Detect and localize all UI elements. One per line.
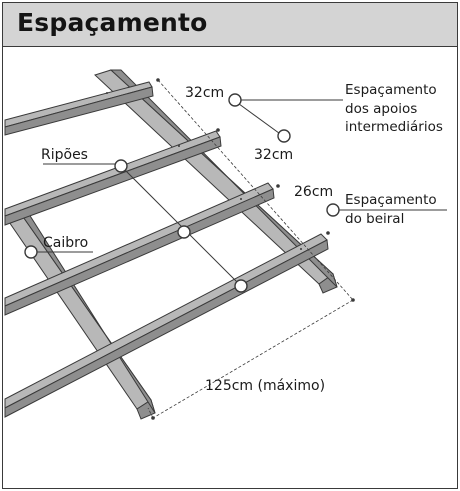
ripoes-label: Ripões	[41, 147, 88, 163]
roof-spacing-diagram: Ripões Caibro 32cm 32cm 26cm 125cm (máxi…	[4, 69, 447, 420]
intermediate-marker-circle	[277, 129, 291, 143]
top-spacing-dimension: 32cm	[185, 85, 224, 101]
intermediate-marker-circle	[228, 93, 242, 107]
caibro-label: Caibro	[43, 235, 88, 251]
ripoes-marker-circle	[177, 225, 191, 239]
intermediate-spacing-line3: intermediários	[345, 119, 443, 135]
header-bar: Espaçamento	[3, 3, 457, 47]
ripoes-marker-circle	[234, 279, 248, 293]
eave-marker-circle	[326, 203, 340, 217]
eave-spacing-dimension: 26cm	[294, 184, 333, 200]
marker-circles	[24, 93, 340, 293]
ripoes-leader-line	[120, 165, 242, 287]
nail-marks	[106, 92, 302, 250]
intermediate-spacing-line1: Espaçamento	[345, 82, 437, 98]
rafter-right	[94, 69, 338, 294]
intermediate-callout-leader	[234, 100, 284, 137]
batten-2	[4, 130, 222, 226]
intermediate-spacing-line2: dos apoios	[345, 101, 417, 117]
dimension-lines	[147, 79, 354, 419]
page-title: Espaçamento	[17, 8, 208, 37]
caibro-marker-circle	[24, 245, 38, 259]
batten-3	[4, 182, 275, 316]
dimension-ticks	[151, 78, 355, 420]
batten-1	[4, 81, 154, 136]
eave-spacing-line2: do beiral	[345, 211, 404, 227]
max-length-dimension: 125cm (máximo)	[205, 378, 325, 394]
ripoes-marker-circle	[114, 159, 128, 173]
mid-spacing-dimension: 32cm	[254, 147, 293, 163]
eave-spacing-line1: Espaçamento	[345, 192, 437, 208]
